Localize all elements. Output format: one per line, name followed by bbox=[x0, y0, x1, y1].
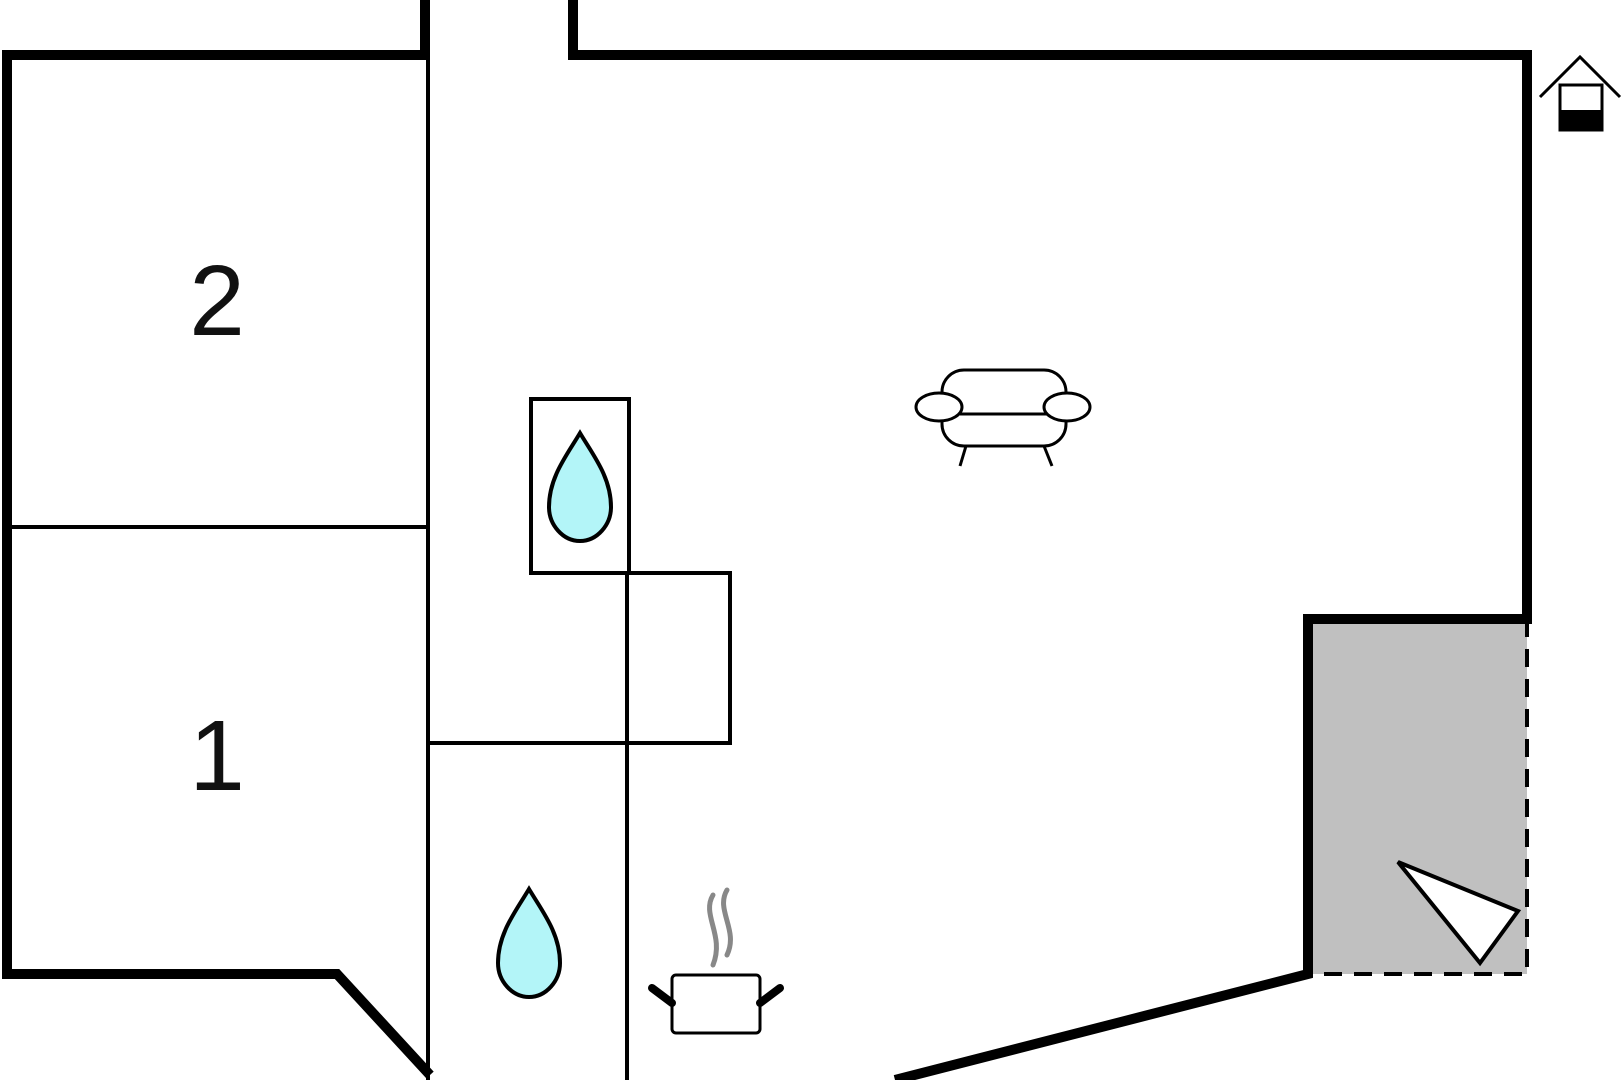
house-entrance-icon bbox=[1538, 54, 1622, 132]
outer-walls bbox=[2, 0, 1532, 1080]
cooking-pot-icon bbox=[648, 887, 784, 1035]
water-drop-icon bbox=[495, 885, 563, 1000]
shower-enclosure bbox=[529, 397, 631, 575]
terrace-flag-icon bbox=[1396, 860, 1522, 967]
room-label-2: 2 bbox=[189, 245, 245, 357]
water-drop-icon bbox=[546, 429, 614, 544]
interior-walls bbox=[7, 55, 732, 1080]
sofa-icon bbox=[914, 368, 1092, 467]
room-label-1: 1 bbox=[189, 700, 245, 812]
wall-left-block bbox=[2, 0, 434, 1079]
wall-right-block bbox=[568, 0, 1532, 1080]
bathroom-cabinet bbox=[625, 571, 732, 745]
